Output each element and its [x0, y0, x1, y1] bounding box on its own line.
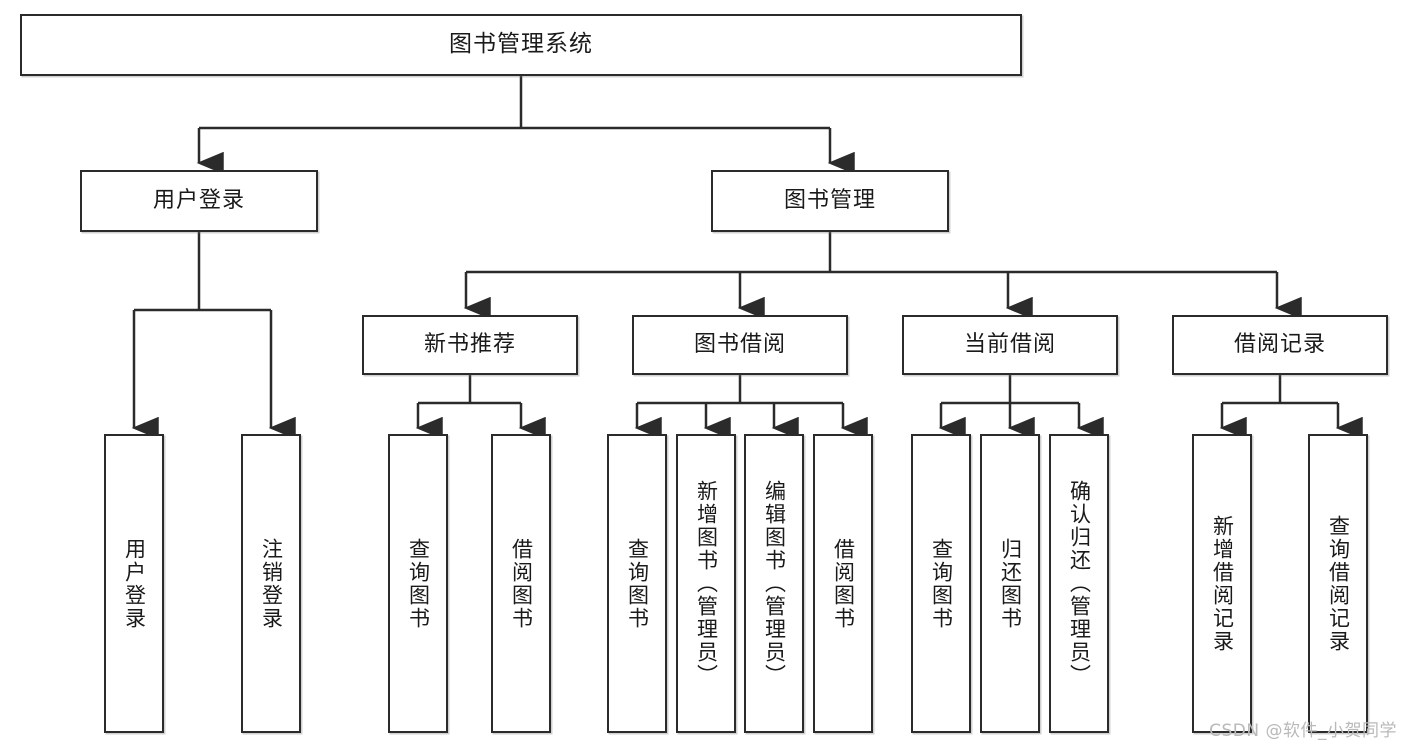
leaf-current-borrow-query[interactable]: 查询图书: [911, 434, 971, 733]
leaf-label: 确认归还（管理员）: [1067, 480, 1092, 687]
leaf-label: 查询图书: [929, 537, 954, 630]
node-borrow-record[interactable]: 借阅记录: [1172, 315, 1388, 375]
leaf-label: 归还图书: [998, 537, 1023, 630]
leaf-label: 注销登录: [259, 537, 284, 630]
leaf-label: 查询借阅记录: [1326, 514, 1351, 653]
node-new-book-recommend[interactable]: 新书推荐: [362, 315, 578, 375]
leaf-label: 查询图书: [625, 537, 650, 630]
leaf-current-borrow-return[interactable]: 归还图书: [980, 434, 1040, 733]
node-book-management[interactable]: 图书管理: [711, 170, 949, 232]
leaf-book-borrow-add[interactable]: 新增图书（管理员）: [676, 434, 736, 733]
leaf-book-borrow-borrow[interactable]: 借阅图书: [813, 434, 873, 733]
leaf-label: 新增借阅记录: [1210, 514, 1235, 653]
leaf-label: 新增图书（管理员）: [694, 480, 719, 687]
node-book-borrow[interactable]: 图书借阅: [632, 315, 848, 375]
leaf-user-login-logout[interactable]: 注销登录: [241, 434, 301, 733]
leaf-current-borrow-confirm[interactable]: 确认归还（管理员）: [1049, 434, 1109, 733]
node-current-borrow[interactable]: 当前借阅: [902, 315, 1118, 375]
leaf-book-borrow-query[interactable]: 查询图书: [607, 434, 667, 733]
leaf-new-book-query[interactable]: 查询图书: [388, 434, 448, 733]
watermark-text: CSDN @软件_小贺同学: [1209, 721, 1397, 741]
leaf-user-login-login[interactable]: 用户登录: [104, 434, 164, 733]
leaf-label: 借阅图书: [509, 537, 534, 630]
leaf-new-book-borrow[interactable]: 借阅图书: [491, 434, 551, 733]
node-user-login[interactable]: 用户登录: [80, 170, 318, 232]
leaf-borrow-record-query[interactable]: 查询借阅记录: [1308, 434, 1368, 733]
leaf-book-borrow-edit[interactable]: 编辑图书（管理员）: [744, 434, 804, 733]
leaf-borrow-record-add[interactable]: 新增借阅记录: [1192, 434, 1252, 733]
leaf-label: 用户登录: [122, 537, 147, 630]
node-root-system[interactable]: 图书管理系统: [20, 14, 1022, 76]
leaf-label: 查询图书: [406, 537, 431, 630]
leaf-label: 借阅图书: [831, 537, 856, 630]
leaf-label: 编辑图书（管理员）: [762, 480, 787, 687]
